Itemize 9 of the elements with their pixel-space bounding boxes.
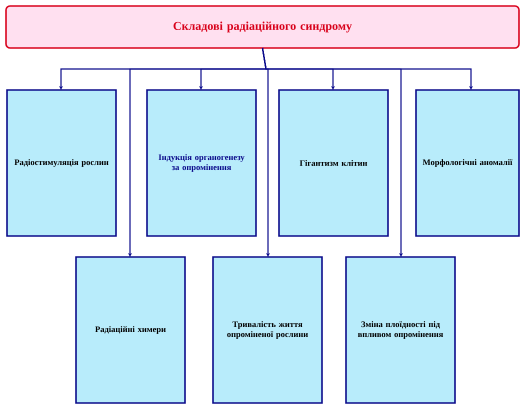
process-box: Зміна плоїдності під впливом опромінення	[345, 256, 456, 404]
title-box: Складові радіаційного синдрому	[5, 5, 520, 49]
process-box: Тривалість життя опроміненої рослини	[212, 256, 323, 404]
process-box: Радіостимуляція рослин	[6, 89, 117, 237]
process-box: Морфологічні аномалії	[415, 89, 520, 237]
process-box: Індукція органогенезу за опромінення	[146, 89, 257, 237]
process-box: Гігантизм клітин	[278, 89, 389, 237]
process-box: Радіаційні химери	[75, 256, 186, 404]
arrow	[262, 48, 474, 90]
